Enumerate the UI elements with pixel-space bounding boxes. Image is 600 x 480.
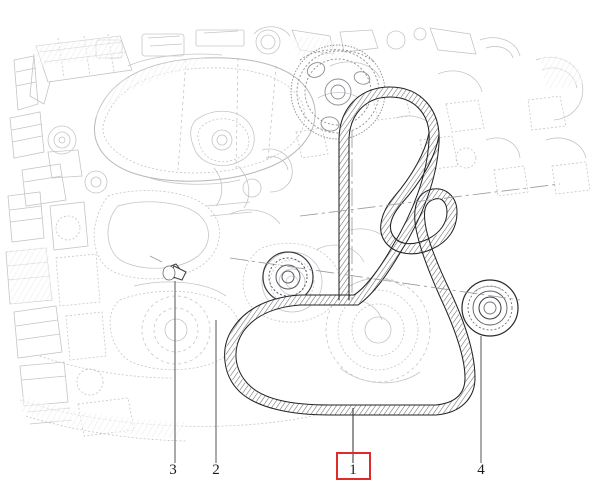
engine-shading-clusters [8, 35, 584, 438]
callout-label-4: 4 [477, 462, 485, 478]
callout-label-2: 2 [212, 462, 220, 478]
serpentine-belt [224, 86, 476, 416]
callout-label-1: 1 [349, 462, 357, 478]
callout-1-highlight-box [336, 452, 371, 480]
leader-lines [174, 281, 482, 463]
centerline-guides [229, 130, 561, 301]
mounting-bolt [149, 255, 187, 281]
idler-pulley [461, 279, 519, 337]
callout-label-3: 3 [169, 462, 177, 478]
